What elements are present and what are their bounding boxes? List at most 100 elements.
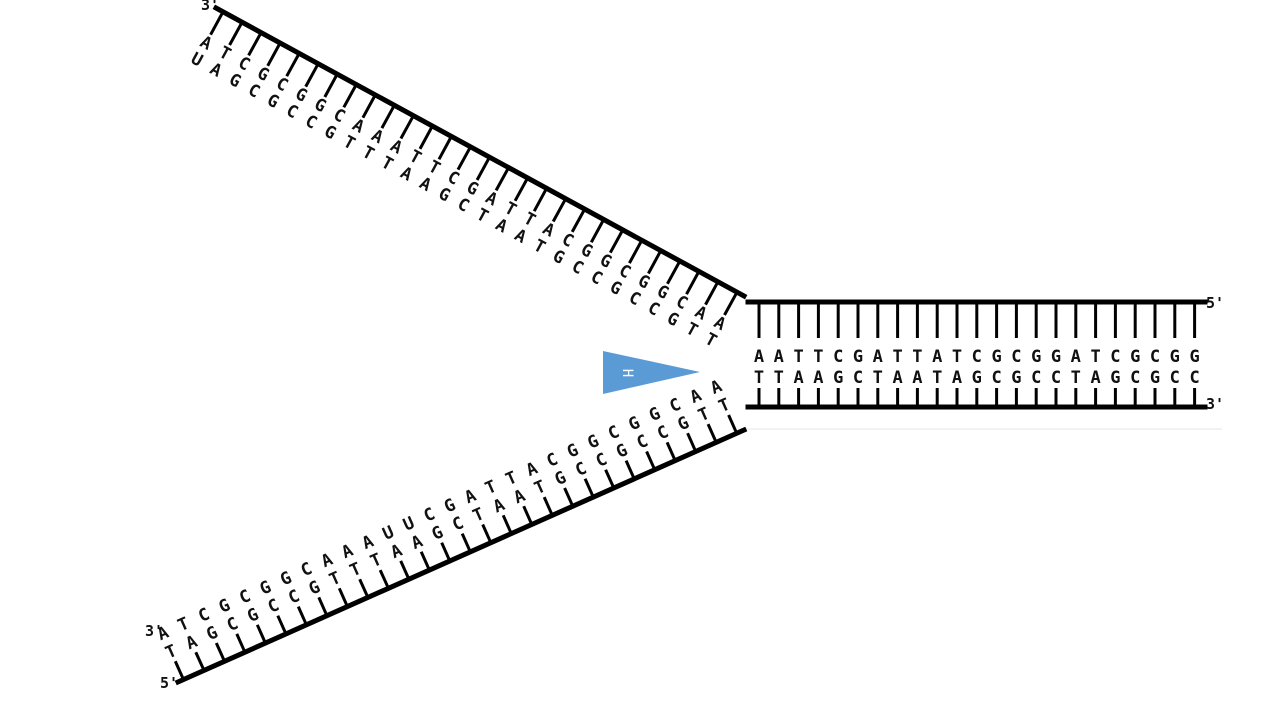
base: C [1150, 347, 1160, 367]
base-pair-tick [604, 469, 616, 489]
base: C [572, 458, 589, 480]
base: C [644, 298, 663, 320]
base: C [1130, 368, 1140, 388]
base: U [187, 49, 206, 71]
base-pair-tick [247, 31, 263, 57]
base-pair-tick [727, 414, 739, 434]
base: A [490, 495, 507, 517]
base: A [206, 59, 225, 81]
base: A [511, 225, 530, 247]
base: C [449, 513, 466, 535]
base: C [625, 288, 644, 310]
base: C [1189, 368, 1199, 388]
base-pair-tick [589, 218, 606, 244]
base: G [1150, 368, 1160, 388]
base: C [634, 431, 651, 453]
base: C [224, 614, 241, 636]
base: A [873, 347, 883, 367]
base: A [183, 632, 200, 654]
base: A [774, 347, 784, 367]
helicase: H [603, 351, 700, 394]
base: A [408, 531, 425, 553]
base: T [774, 368, 784, 388]
base-pair-tick [399, 560, 411, 580]
base: C [833, 347, 843, 367]
base: G [429, 522, 446, 544]
base: G [972, 368, 982, 388]
base-pair-tick [645, 450, 657, 471]
base-pair-tick [361, 94, 377, 119]
base-pair-tick [624, 459, 636, 480]
base: T [163, 641, 180, 663]
base: T [367, 550, 384, 572]
base-pair-tick [323, 73, 339, 98]
base: C [654, 422, 671, 444]
right-duplex-bottom-end-label: 3' [1206, 395, 1224, 413]
base: C [568, 257, 587, 279]
base: G [552, 468, 569, 490]
base: A [397, 163, 416, 185]
base: C [587, 267, 606, 289]
lower-arm-start-label: 3' [145, 622, 163, 640]
base: G [1031, 347, 1041, 367]
base: A [892, 368, 902, 388]
base: C [265, 595, 282, 617]
base-pair-tick [255, 624, 267, 644]
base-pair-tick [563, 487, 575, 507]
base-pair-tick [666, 260, 682, 285]
base: G [321, 122, 340, 144]
base: C [454, 194, 473, 216]
base-pair-tick [513, 177, 529, 202]
base: C [1031, 368, 1041, 388]
base-pair-tick [570, 208, 587, 233]
base-pair-tick [276, 615, 288, 635]
base: G [226, 70, 245, 92]
base: G [663, 308, 682, 330]
base-pair-tick [194, 651, 206, 672]
base: T [716, 395, 733, 417]
helicase-wedge-icon [603, 351, 700, 394]
base: C [991, 368, 1001, 388]
base: T [701, 329, 720, 351]
base-pair-tick [608, 229, 625, 254]
base: T [682, 319, 701, 341]
base: T [326, 568, 343, 590]
base: A [388, 541, 405, 563]
base-pair-tick [532, 187, 548, 212]
base: G [1110, 368, 1120, 388]
base-pair-tick [285, 52, 301, 77]
base-pair-tick [378, 569, 390, 589]
base-pair-tick [337, 587, 349, 608]
base: T [347, 559, 364, 581]
base-pair-tick [551, 197, 568, 223]
base: A [1071, 347, 1081, 367]
upper-arm-backbone [212, 4, 748, 300]
base-pair-tick [723, 291, 739, 316]
base: G [606, 277, 625, 299]
base-pair-tick [419, 551, 431, 571]
lower-arm-end-label: 5' [160, 674, 178, 692]
base: T [470, 504, 487, 526]
base-pair-tick [456, 146, 472, 171]
base: G [613, 440, 630, 462]
base-pair-tick [686, 432, 698, 453]
base: A [813, 368, 823, 388]
base-pair-tick [304, 62, 320, 88]
base-pair-tick [399, 114, 415, 140]
base: G [306, 577, 323, 599]
base: T [892, 347, 902, 367]
base: G [264, 90, 283, 112]
base-pair-tick [317, 596, 329, 617]
base-pair-tick [542, 496, 554, 517]
base: C [853, 368, 863, 388]
base: T [530, 236, 549, 258]
base: T [813, 347, 823, 367]
lower-arm-backbone [174, 426, 748, 686]
base-pair-tick [440, 542, 452, 562]
